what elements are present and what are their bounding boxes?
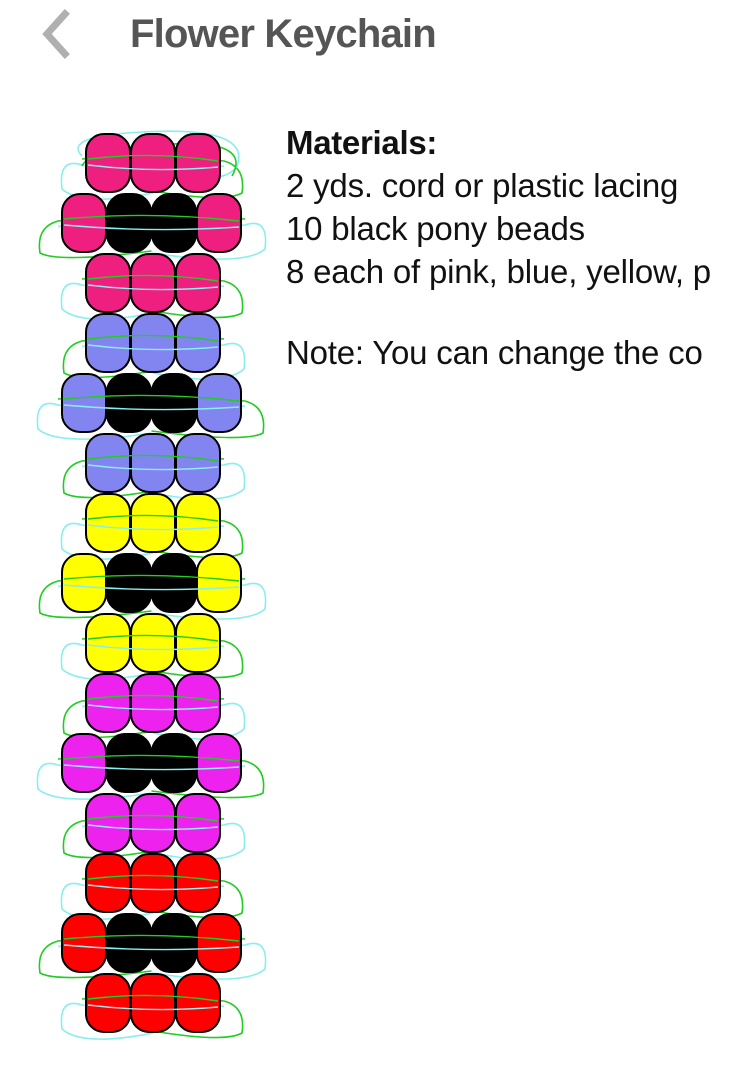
bead-yellow [85,493,131,553]
bead-magenta [130,673,176,733]
bead-black [106,913,152,973]
cord-blue-pass [63,224,240,231]
bead-blue [85,313,131,373]
materials-section: Materials: 2 yds. cord or plastic lacing… [286,122,736,374]
cord-blue-pass [87,1004,219,1011]
cord-blue-pass [87,644,219,651]
bead-red [130,853,176,913]
bead-red [130,973,176,1033]
cord-blue-pass [87,824,219,831]
bead-black [151,733,197,793]
bead-pink [196,193,242,253]
chevron-left-icon [42,9,70,59]
cord-green-pass [63,934,240,942]
bead-red [85,853,131,913]
back-button[interactable] [30,8,80,60]
bead-yellow [196,553,242,613]
bead-black [106,733,152,793]
bead-magenta [61,733,107,793]
material-item-cord: 2 yds. cord or plastic lacing [286,167,679,204]
bead-yellow [61,553,107,613]
cord-blue-pass [87,884,219,891]
bead-magenta [175,793,221,853]
cord-green-pass [63,754,240,762]
cord-blue-pass [87,704,219,711]
bead-pink [130,253,176,313]
bead-red [85,973,131,1033]
cord-green-pass [87,454,219,462]
bead-magenta [196,733,242,793]
cord-green-pass [87,154,219,162]
cord-green-pass [87,814,219,822]
note-text: Note: You can change the co [286,334,703,371]
bead-black [151,553,197,613]
bead-blue [85,433,131,493]
bead-blue [196,373,242,433]
cord-green-pass [87,994,219,1002]
content-area: Materials: 2 yds. cord or plastic lacing… [0,100,736,1092]
cord-blue-pass [87,164,219,171]
bead-black [106,553,152,613]
bead-yellow [85,613,131,673]
bead-black [151,193,197,253]
app-header: Flower Keychain [0,0,736,78]
bead-blue [130,313,176,373]
cord-green-pass [87,874,219,882]
cord-blue-pass [87,344,219,351]
bead-black [106,373,152,433]
cord-green-pass [87,634,219,642]
bead-red [61,913,107,973]
bead-black [151,373,197,433]
bead-red [196,913,242,973]
bead-pink [130,133,176,193]
material-item-black-beads: 10 black pony beads [286,210,585,247]
cord-blue-pass [63,404,240,411]
beads [61,133,242,1033]
material-item-colored-beads: 8 each of pink, blue, yellow, p [286,253,711,290]
cord-green-pass [87,694,219,702]
cord-green-pass [63,394,240,402]
cord-green-pass [63,574,240,582]
bead-pattern-diagram [36,130,267,1040]
bead-blue [175,433,221,493]
bead-pink [175,253,221,313]
cord-green-pass [87,334,219,342]
cord-green-pass [87,514,219,522]
materials-heading: Materials: [286,124,438,161]
bead-magenta [130,793,176,853]
cord-blue-pass [63,584,240,591]
bead-yellow [175,493,221,553]
cord-green-pass [87,274,219,282]
cord-blue-pass [63,944,240,951]
bead-red [175,853,221,913]
bead-pink [85,133,131,193]
cord-blue-pass [63,764,240,771]
bead-yellow [130,613,176,673]
bead-yellow [175,613,221,673]
bead-pink [85,253,131,313]
bead-pink [175,133,221,193]
cord-blue-pass [87,464,219,471]
bead-magenta [175,673,221,733]
cord-blue-pass [87,284,219,291]
bead-red [175,973,221,1033]
page-title: Flower Keychain [130,12,437,56]
bead-blue [130,433,176,493]
bead-black [151,913,197,973]
cord-blue-pass [87,524,219,531]
bead-blue [175,313,221,373]
bead-pink [61,193,107,253]
bead-black [106,193,152,253]
bead-yellow [130,493,176,553]
bead-blue [61,373,107,433]
bead-magenta [85,673,131,733]
cord-green-pass [63,214,240,222]
bead-magenta [85,793,131,853]
